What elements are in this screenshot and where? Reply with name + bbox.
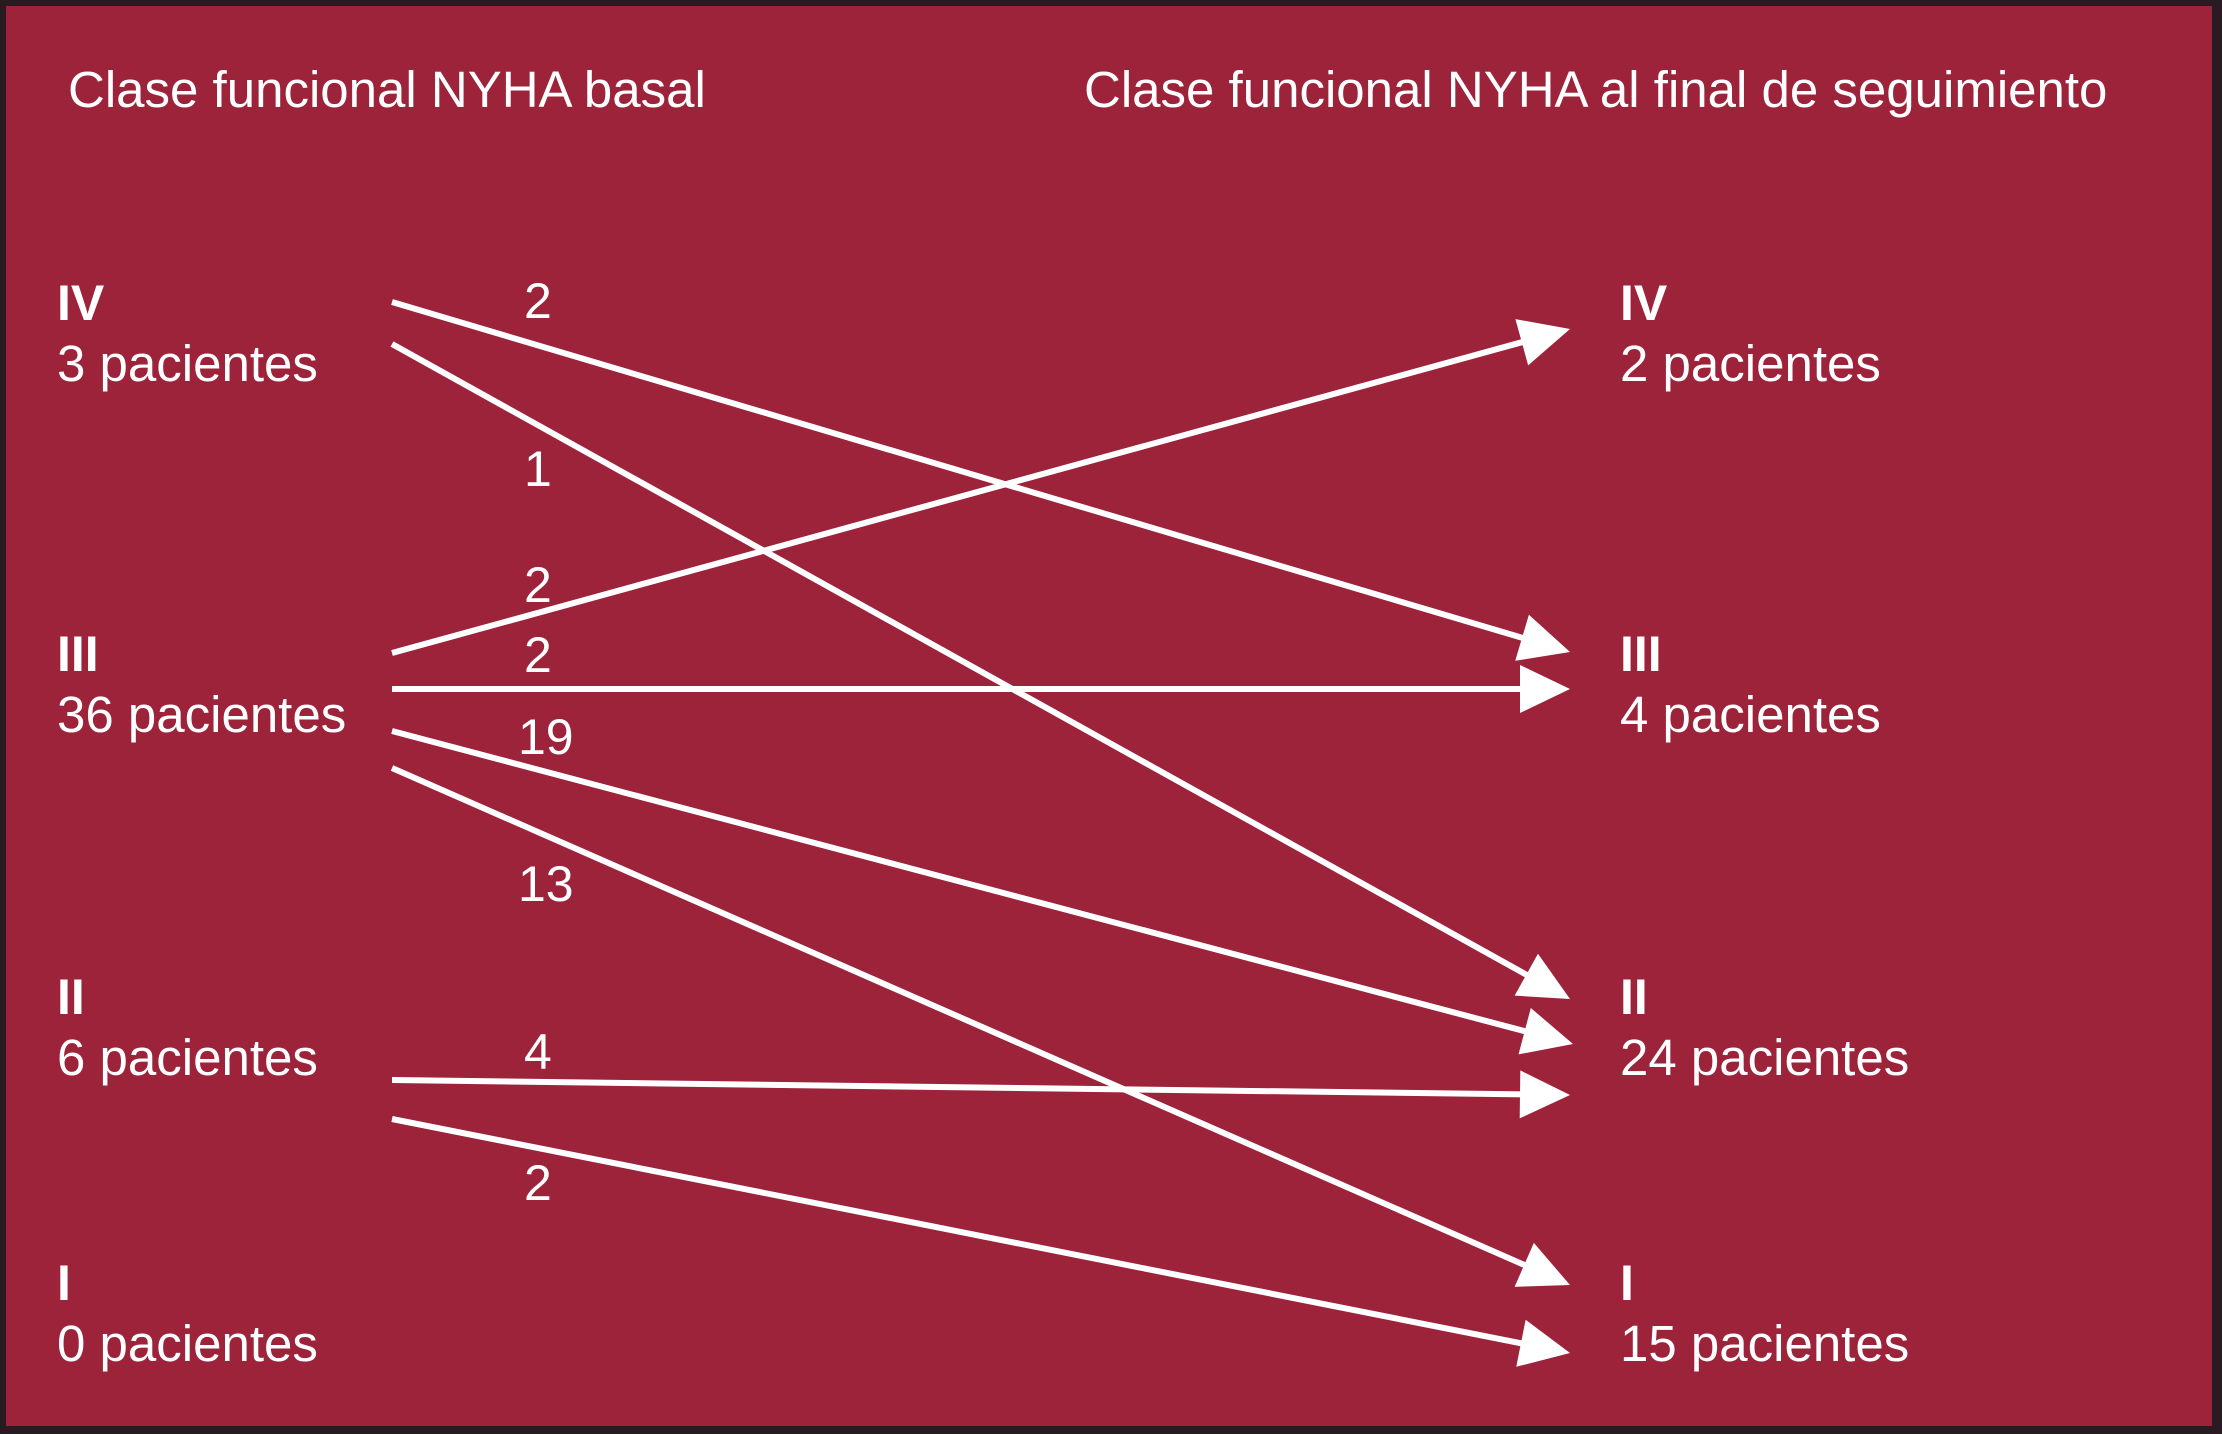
flow-count-label: 4 (524, 1024, 552, 1080)
class-roman-label: III (57, 626, 99, 682)
class-patient-count: 6 pacientes (57, 1029, 318, 1086)
flow-line (390, 341, 1532, 980)
flow-count-label: 2 (524, 1155, 552, 1211)
class-roman-label: I (57, 1255, 71, 1311)
followup-class-iv: IV 2 pacientes (1620, 274, 1881, 396)
class-patient-count: 36 pacientes (57, 686, 347, 743)
flow-line (391, 338, 1527, 656)
arrowhead-icon (1516, 1319, 1570, 1367)
arrowhead-icon (1515, 319, 1570, 366)
arrowhead-icon (1519, 1070, 1570, 1119)
flow-line (390, 765, 1530, 1270)
followup-class-i: I 15 pacientes (1620, 1254, 1909, 1376)
flow-arrow-iii-to-i: 13 (390, 765, 1570, 1287)
arrowhead-icon (1520, 665, 1570, 713)
flow-arrow-iii-to-iii: 2 (392, 627, 1570, 713)
class-roman-label: IV (57, 275, 105, 331)
class-patient-count: 0 pacientes (57, 1315, 318, 1372)
followup-column-title: Clase funcional NYHA al final de seguimi… (1084, 61, 2108, 118)
flow-line (391, 1077, 1525, 1098)
class-roman-label: II (57, 969, 85, 1025)
flow-count-label: 1 (524, 441, 552, 497)
followup-class-ii: II 24 pacientes (1620, 968, 1909, 1090)
flow-arrow-iii-to-iv: 2 (391, 319, 1570, 656)
flow-arrow-iii-to-ii: 19 (391, 709, 1573, 1055)
arrowhead-icon (1514, 953, 1570, 999)
flow-count-label: 19 (518, 709, 574, 765)
flow-line (391, 299, 1527, 642)
flow-line (391, 1116, 1526, 1347)
flow-count-label: 13 (518, 856, 574, 912)
flow-count-label: 2 (524, 273, 552, 329)
baseline-class-ii: II 6 pacientes (57, 968, 318, 1090)
class-roman-label: III (1620, 626, 1662, 682)
class-patient-count: 24 pacientes (1620, 1029, 1910, 1086)
baseline-class-iv: IV 3 pacientes (57, 274, 318, 396)
arrowhead-icon (1518, 1007, 1573, 1055)
arrowhead-icon (1514, 1242, 1570, 1287)
followup-class-iii: III 4 pacientes (1620, 625, 1881, 747)
class-patient-count: 3 pacientes (57, 335, 318, 392)
flow-count-label: 2 (524, 627, 552, 683)
arrowhead-icon (1515, 614, 1570, 661)
class-roman-label: I (1620, 1255, 1634, 1311)
flow-arrow-ii-to-i: 2 (391, 1116, 1570, 1367)
class-patient-count: 4 pacientes (1620, 686, 1881, 743)
flow-arrow-ii-to-ii: 4 (391, 1024, 1570, 1119)
class-roman-label: IV (1620, 275, 1668, 331)
class-patient-count: 2 pacientes (1620, 335, 1881, 392)
baseline-column-title: Clase funcional NYHA basal (68, 61, 706, 118)
flow-arrow-iv-to-iii: 2 (391, 273, 1570, 661)
flow-line (391, 728, 1530, 1036)
diagram-canvas: Clase funcional NYHA basal Clase funcion… (6, 6, 2212, 1426)
flow-arrow-iv-to-ii: 1 (390, 341, 1570, 999)
flow-arrows: 2 1 2 2 19 13 4 2 (390, 273, 1573, 1367)
baseline-class-iii: III 36 pacientes (57, 625, 346, 747)
flow-count-label: 2 (524, 557, 552, 613)
class-roman-label: II (1620, 969, 1648, 1025)
class-patient-count: 15 pacientes (1620, 1315, 1910, 1372)
baseline-class-i: I 0 pacientes (57, 1254, 318, 1376)
